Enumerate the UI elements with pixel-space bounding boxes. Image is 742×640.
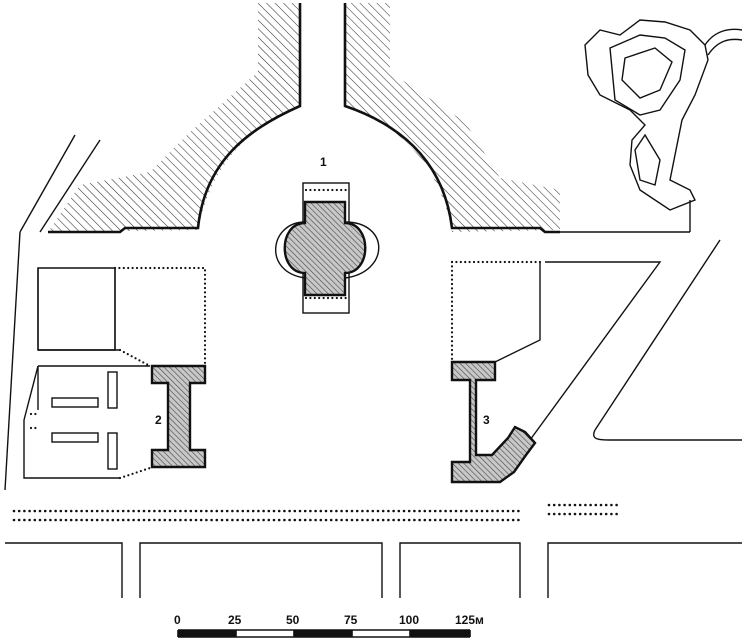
scale-tick-125: 125м <box>455 613 484 627</box>
scale-tick-25: 25 <box>228 613 242 627</box>
scale-tick-75: 75 <box>344 613 358 627</box>
upper-left-block <box>48 3 302 234</box>
upper-right-block <box>343 3 560 234</box>
label-building-1: 1 <box>320 155 327 169</box>
label-building-2: 2 <box>155 413 162 427</box>
scale-bar <box>177 629 471 638</box>
upper-right-palace <box>584 19 742 211</box>
scale-tick-50: 50 <box>286 613 300 627</box>
building-3-complex <box>450 260 542 484</box>
scale-tick-100: 100 <box>399 613 419 627</box>
road-edges <box>4 134 742 598</box>
scale-tick-0: 0 <box>174 613 181 627</box>
tree-rows <box>12 503 620 522</box>
building-2-complex <box>23 266 207 480</box>
label-building-3: 3 <box>483 413 490 427</box>
building-1 <box>275 182 380 314</box>
